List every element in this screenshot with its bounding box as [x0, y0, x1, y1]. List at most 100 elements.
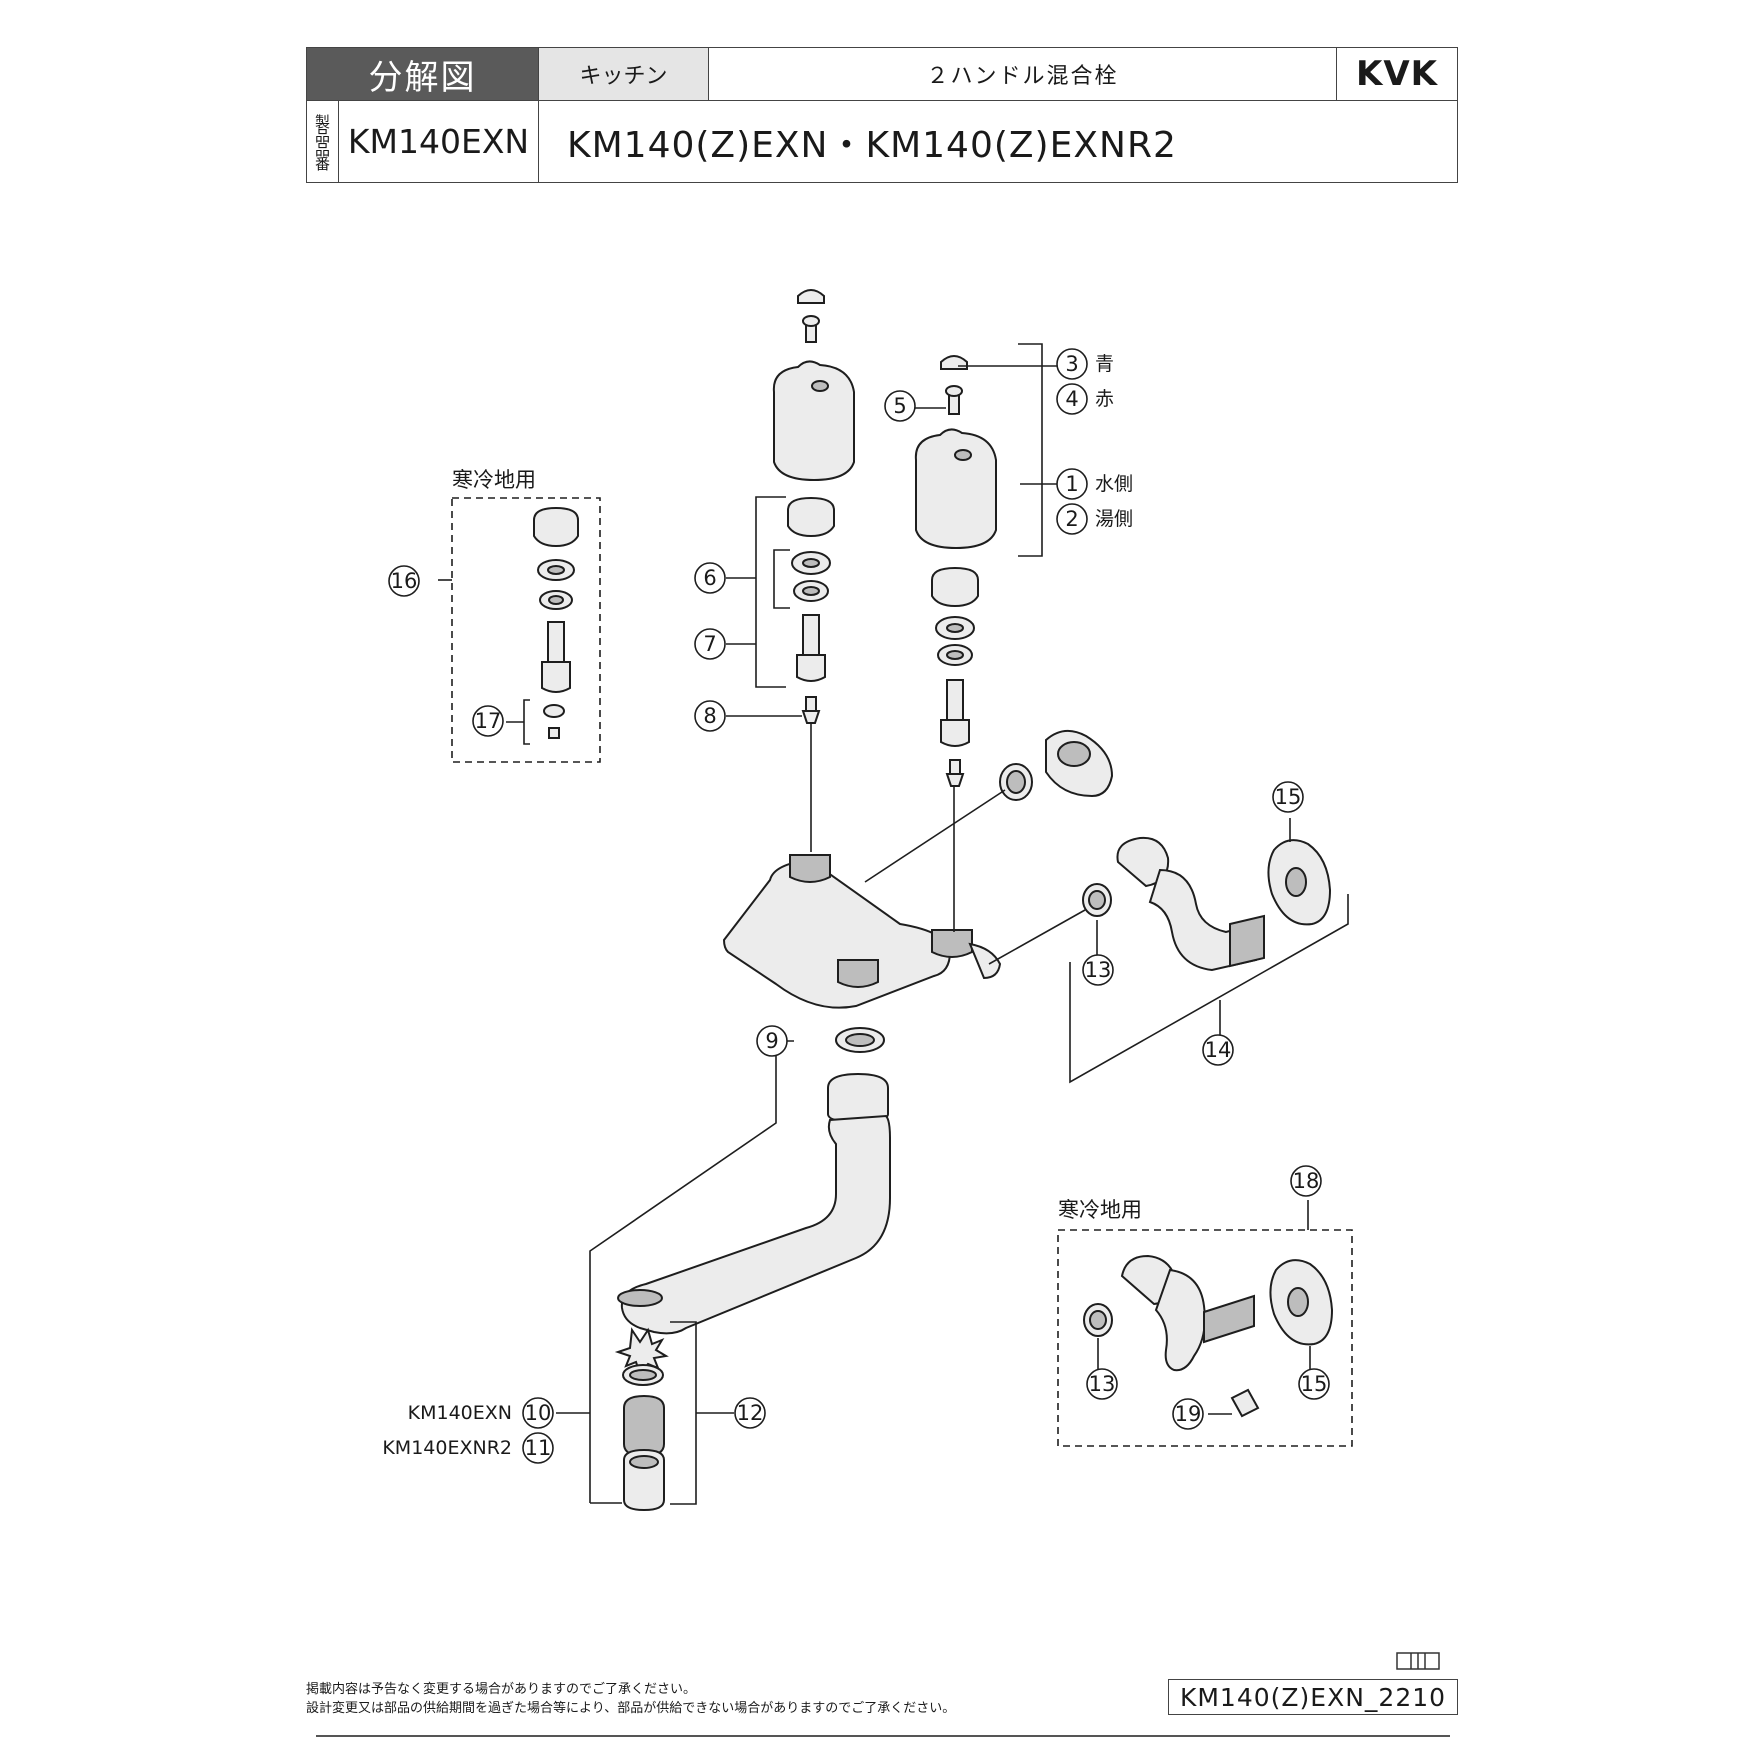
footer-notes: 掲載内容は予告なく変更する場合がありますのでご了承ください。 設計変更又は部品の…: [306, 1680, 955, 1718]
washer-hole: [946, 650, 964, 660]
left-handle-stack: [772, 289, 855, 724]
leader-diagonal: [988, 909, 1086, 965]
washer-hole: [946, 623, 964, 633]
left-seat-packing: [805, 696, 817, 712]
document-marker-icon: [1396, 1652, 1440, 1670]
callout-7: 7: [694, 628, 726, 660]
callout-11: 11: [522, 1432, 554, 1464]
svg-text:5: 5: [893, 394, 906, 418]
bracket-6: [755, 496, 786, 688]
svg-text:15: 15: [1275, 785, 1302, 809]
body-right-thread: [931, 929, 973, 958]
left-handle-cap: [797, 289, 825, 304]
callout-16: 16: [388, 565, 420, 597]
flange-hole: [1287, 1287, 1309, 1317]
cap-opening: [629, 1455, 659, 1469]
screw-head: [945, 385, 963, 397]
washer-hole: [802, 558, 820, 568]
svg-text:17: 17: [475, 709, 502, 733]
washer-hole: [548, 595, 564, 605]
footer-note-2: 設計変更又は部品の供給期間を過ぎた場合等により、部品が供給できない場合があります…: [306, 1701, 956, 1716]
body-bottom-thread: [837, 959, 879, 988]
body-side-inlet: [968, 942, 1002, 980]
footer-note-1: 掲載内容は予告なく変更する場合がありますのでご了承ください。: [306, 1682, 697, 1697]
packing-tip: [801, 710, 821, 724]
cold-spindle: [547, 621, 565, 663]
aerator-parts: [614, 1327, 669, 1512]
callout-8: 8: [694, 700, 726, 732]
cold-spindle-base: [541, 661, 571, 693]
gasket-hole: [1006, 770, 1026, 794]
drain-plug: [1230, 1388, 1260, 1418]
callout-14: 14: [1202, 1034, 1234, 1066]
right-seat-packing: [949, 759, 961, 775]
bracket-12: [670, 1321, 697, 1505]
right-handle-stack: [914, 355, 997, 787]
svg-text:7: 7: [703, 632, 716, 656]
svg-text:4: 4: [1065, 387, 1078, 411]
header-row-2: 製品品番 KM140EXN KM140(Z)EXN・KM140(Z)EXNR2: [307, 101, 1457, 182]
left-bonnet-nut: [787, 496, 835, 538]
left-spindle: [802, 614, 820, 656]
cold-small-washer: [543, 704, 565, 718]
label-km140exn: KM140EXN: [408, 1402, 512, 1424]
svg-text:13: 13: [1089, 1372, 1116, 1396]
cold-region-spindle-set: [451, 497, 601, 763]
cold-small-screw: [548, 727, 560, 739]
flange-hole: [1285, 867, 1307, 897]
brand-logo: KVK: [1355, 54, 1438, 94]
spout-collar: [827, 1072, 889, 1124]
callout-15-cold: 15: [1298, 1368, 1330, 1400]
callout-15: 15: [1272, 781, 1304, 813]
bracket-7: [773, 549, 790, 609]
bracket-14: [1069, 894, 1349, 1084]
label-cold-side: 水側: [1095, 473, 1133, 495]
leader-diagonal: [864, 789, 1006, 883]
washer-hole: [547, 565, 565, 575]
left-handle: [772, 360, 855, 482]
svg-text:8: 8: [703, 704, 716, 728]
svg-text:19: 19: [1175, 1402, 1202, 1426]
svg-text:11: 11: [525, 1436, 552, 1460]
gasket-hole: [1089, 1310, 1107, 1330]
right-bonnet-nut: [931, 566, 979, 608]
diagram-title: 分解図: [307, 48, 539, 100]
callout-10: 10: [522, 1397, 554, 1429]
callout-13-cold: 13: [1086, 1368, 1118, 1400]
callout-9: 9: [756, 1025, 788, 1057]
washer-hole: [802, 586, 820, 596]
spout: [617, 1072, 891, 1335]
callout-2: 2: [1056, 503, 1088, 535]
body-casting: [722, 858, 952, 1009]
spout-tip: [617, 1289, 663, 1307]
faucet-body: [722, 854, 1002, 1009]
bracket-17: [523, 699, 530, 745]
left-spindle-base: [796, 654, 826, 682]
label-hot-side: 湯側: [1095, 508, 1133, 530]
body-left-thread: [789, 854, 831, 883]
callout-18: 18: [1290, 1165, 1322, 1197]
svg-text:9: 9: [765, 1029, 778, 1053]
model-list: KM140(Z)EXN・KM140(Z)EXNR2: [567, 124, 1177, 166]
label-cold-region-left: 寒冷地用: [452, 468, 536, 492]
header-row-1: 分解図 キッチン ２ハンドル混合栓 KVK: [307, 48, 1457, 101]
cold-s-pipe-thread: [1203, 1294, 1255, 1344]
cold-region-box-right: [1057, 1229, 1353, 1447]
s-pipe-thread: [1229, 914, 1265, 968]
ring-hole: [629, 1369, 657, 1381]
product-code: KM140EXN: [339, 101, 539, 182]
callout-12: 12: [734, 1397, 766, 1429]
product-type: ２ハンドル混合栓: [709, 48, 1337, 100]
svg-text:2: 2: [1065, 507, 1078, 531]
spout-pipe: [620, 1114, 891, 1335]
aerator-mesh: [623, 1394, 665, 1458]
left-screw-head: [802, 315, 820, 327]
elbow-opening: [1057, 741, 1091, 767]
svg-text:3: 3: [1065, 352, 1078, 376]
svg-text:1: 1: [1065, 472, 1078, 496]
label-cold-region-right: 寒冷地用: [1058, 1198, 1142, 1222]
header-table: 分解図 キッチン ２ハンドル混合栓 KVK 製品品番 KM140EXN KM14…: [306, 47, 1458, 183]
cold-region-pipe-set: [1057, 1229, 1353, 1447]
callout-3: 3: [1056, 348, 1088, 380]
gasket-hole: [1088, 890, 1106, 910]
